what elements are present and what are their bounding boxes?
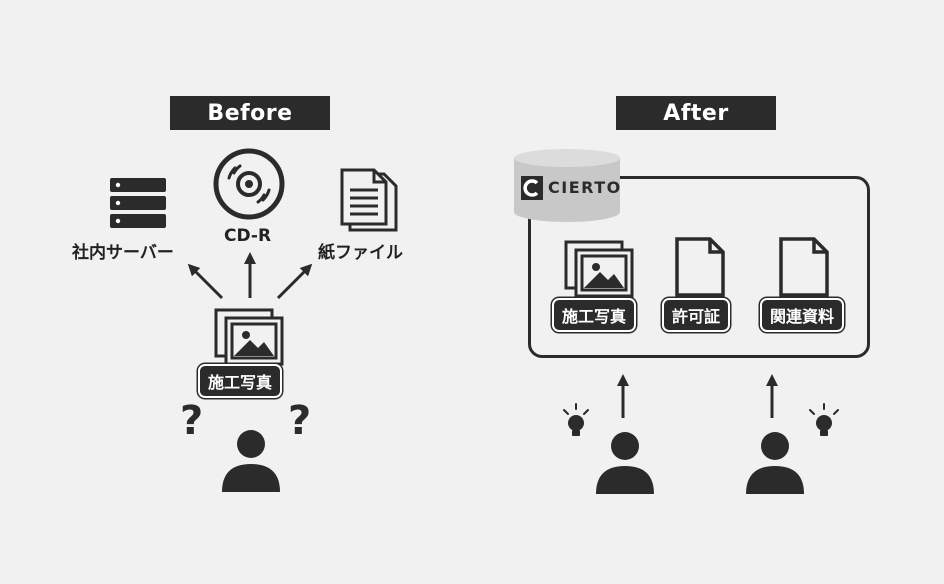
- lightbulb-icon-right: [809, 403, 839, 436]
- person-icon: [222, 430, 280, 492]
- source-label: 施工写真: [198, 364, 283, 398]
- paper-file-label: 紙ファイル: [318, 243, 403, 263]
- database-icon: [514, 149, 620, 222]
- after-permit-icon: [675, 237, 725, 297]
- cd-icon: [213, 148, 285, 220]
- server-icon: [110, 178, 166, 228]
- arrow-to-server: [187, 263, 224, 300]
- after-related-docs-icon: [779, 237, 829, 297]
- person-icon-after-right: [746, 432, 804, 494]
- arrow-to-paper: [276, 263, 313, 300]
- question-mark-left: ?: [180, 398, 204, 444]
- before-title: Before: [170, 96, 330, 130]
- cd-label: CD-R: [224, 226, 272, 246]
- after-item-photo-label: 施工写真: [552, 298, 637, 332]
- photo-icon: [214, 308, 284, 366]
- after-item-permit-label: 許可証: [662, 298, 731, 332]
- paper-file-icon: [340, 168, 398, 232]
- after-photo-icon: [564, 240, 634, 298]
- person-icon-after-left: [596, 432, 654, 494]
- after-title: After: [616, 96, 776, 130]
- cierto-name: CIERTO: [548, 178, 622, 197]
- question-mark-right: ?: [288, 398, 312, 444]
- cierto-logo-icon: [521, 176, 543, 200]
- lightbulb-icon-left: [563, 403, 589, 436]
- cierto-container: [528, 176, 870, 358]
- server-label: 社内サーバー: [72, 243, 174, 263]
- after-item-related-label: 関連資料: [760, 298, 845, 332]
